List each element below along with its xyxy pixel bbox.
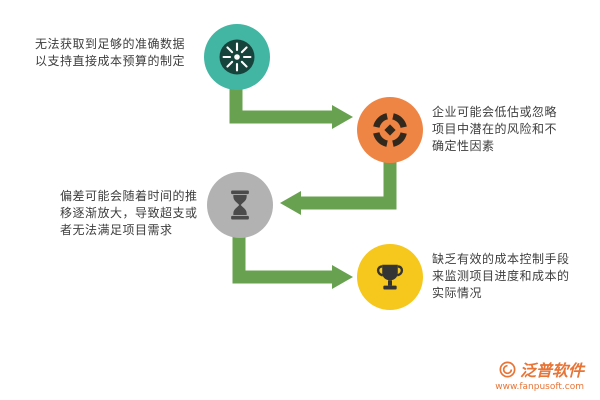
step-2-badge [357,97,423,163]
trophy-icon [376,264,404,290]
step-1-text: 无法获取到足够的准确数据以支持直接成本预算的制定 [35,37,186,68]
brand-row: 泛普软件 [495,357,584,381]
hourglass-icon [231,190,249,220]
arrow-2-head [280,191,301,215]
kiwi-icon [219,39,255,75]
brand-footer: 泛普软件 www.fanpusoft.com [495,357,584,392]
brand-name: 泛普软件 [519,361,584,380]
arrow-2-shaft [301,161,397,210]
arrow-step3-to-step4 [232,236,353,289]
step-4-badge [357,244,423,310]
brand-url[interactable]: www.fanpusoft.com [495,382,584,392]
compass-icon [372,112,408,148]
step-3-text: 偏差可能会随着时间的推移逐渐放大，导致超支或者无法满足项目需求 [60,189,198,237]
step-4-text: 缺乏有效的成本控制手段来监测项目进度和成本的实际情况 [432,252,570,300]
step-1-badge [204,24,270,90]
step-3-badge [207,172,273,238]
arrow-3-shaft [232,236,332,284]
arrow-3-head [332,265,353,289]
arrow-step1-to-step2 [229,88,353,129]
step-2-text: 企业可能会低估或忽略项目中潜在的风险和不确定性因素 [432,105,558,153]
fanpu-logo-icon [499,361,516,377]
arrow-1-head [332,105,353,129]
arrow-1-shaft [229,88,332,124]
arrow-step2-to-step3 [280,161,397,215]
